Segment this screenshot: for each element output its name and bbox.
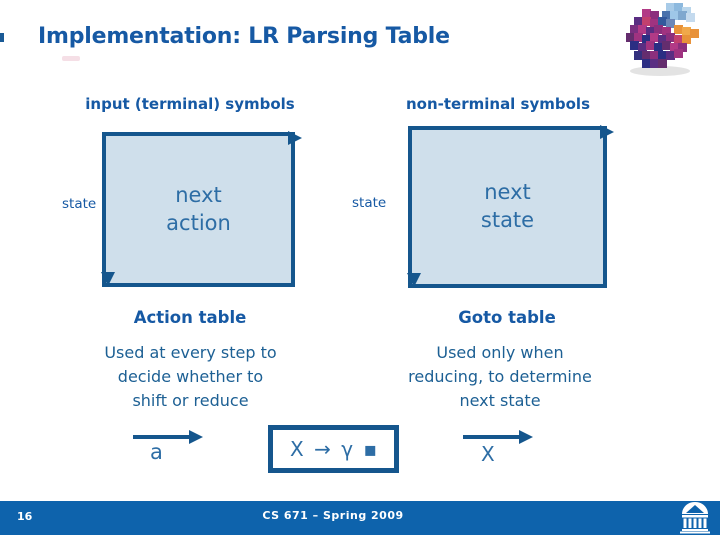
footer-bar: 16 CS 671 – Spring 2009	[0, 501, 720, 535]
action-table-title: Action table	[133, 308, 247, 327]
slide-title: Implementation: LR Parsing Table	[38, 24, 450, 49]
arrowhead-right-icon	[288, 131, 302, 145]
nonterminal-arrow	[463, 435, 519, 439]
arrowhead-down-icon	[101, 272, 115, 286]
production-box: X → γ ▪	[268, 425, 399, 473]
title-smudge	[62, 56, 80, 61]
description-line: reducing, to determine	[408, 367, 592, 386]
goto-box-label: next state	[481, 179, 534, 234]
terminal-arrow	[133, 435, 189, 439]
pixel-cubes-logo	[626, 3, 699, 76]
page-number: 16	[17, 510, 33, 523]
description-line: next state	[459, 391, 541, 410]
action-table-box: next action	[101, 131, 302, 287]
nonterminal-arrow-label: X	[481, 442, 495, 466]
action-box-label: next action	[166, 182, 231, 237]
action-box-line2: action	[166, 210, 231, 235]
description-line: decide whether to	[117, 367, 264, 386]
arrowhead-right-icon	[600, 125, 614, 139]
arrowhead-down-icon	[407, 273, 421, 287]
description-line: Used at every step to	[104, 343, 277, 362]
description-line: Used only when	[436, 343, 564, 362]
goto-box-line2: state	[480, 208, 535, 232]
left-column-header: input (terminal) symbols	[85, 95, 295, 113]
arrowhead-right-icon	[519, 430, 533, 444]
action-box-line1: next	[175, 182, 222, 207]
production-text: X → γ ▪	[290, 437, 377, 461]
terminal-arrow-label: a	[150, 440, 163, 464]
goto-table-title: Goto table	[458, 308, 556, 327]
rotunda-icon	[680, 502, 710, 534]
arrowhead-right-icon	[189, 430, 203, 444]
right-state-label: state	[352, 195, 387, 211]
goto-table-box: next state	[407, 125, 614, 288]
slide-edge-mark	[0, 33, 4, 42]
left-state-label: state	[62, 196, 97, 212]
footer-course-text: CS 671 – Spring 2009	[262, 509, 404, 522]
description-line: shift or reduce	[132, 391, 249, 410]
right-column-header: non-terminal symbols	[405, 95, 590, 113]
goto-table-description: Used only when reducing, to determine ne…	[371, 341, 629, 413]
action-table-description: Used at every step to decide whether to …	[68, 341, 313, 413]
goto-box-line1: next	[484, 180, 531, 205]
